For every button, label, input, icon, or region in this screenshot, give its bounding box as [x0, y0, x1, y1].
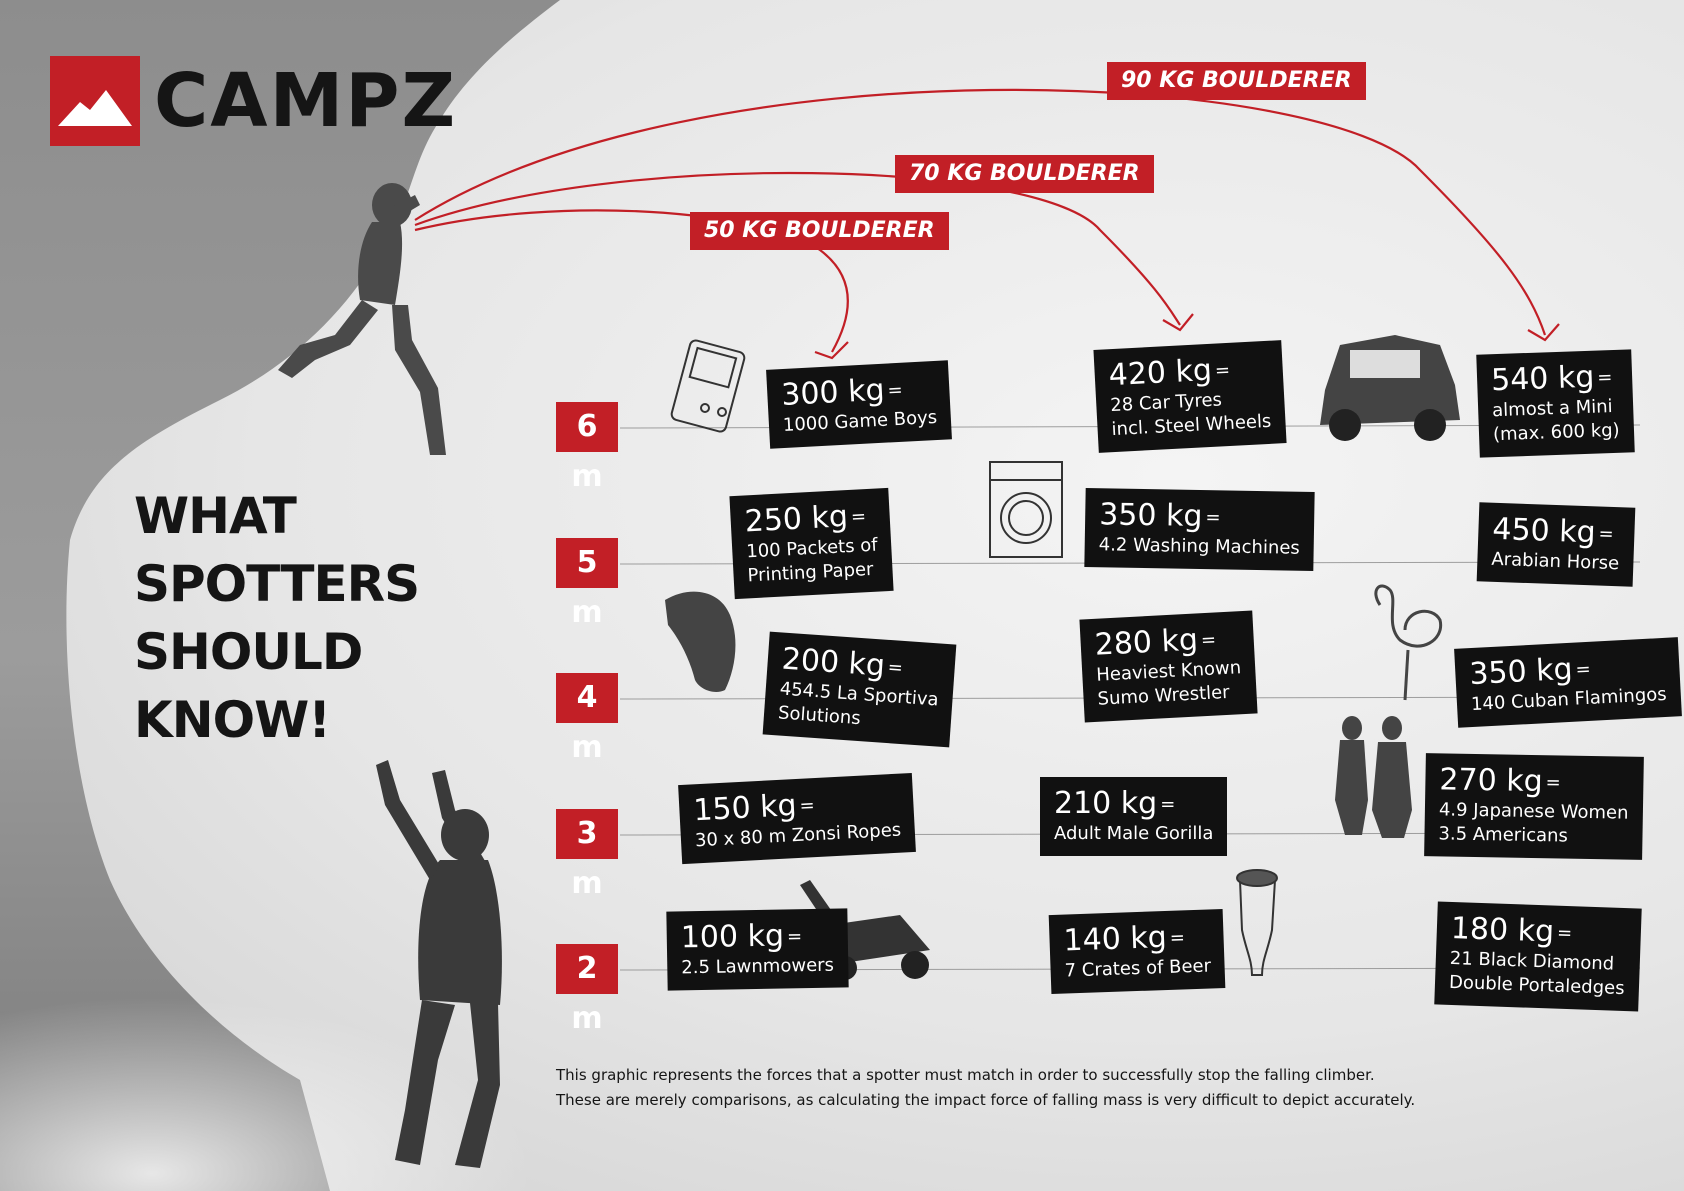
- footnote: This graphic represents the forces that …: [556, 1063, 1456, 1113]
- comparison-card: 270 kg= 4.9 Japanese Women 3.5 Americans: [1424, 753, 1644, 860]
- card-description: Adult Male Gorilla: [1054, 822, 1214, 844]
- card-description: 454.5 La Sportiva Solutions: [777, 677, 940, 729]
- card-description: 28 Car Tyres incl. Steel Wheels: [1109, 388, 1272, 440]
- comparison-card: 200 kg= 454.5 La Sportiva Solutions: [762, 631, 957, 747]
- comparison-card: 540 kg= almost a Mini (max. 600 kg): [1476, 349, 1635, 458]
- comparison-card: 450 kg= Arabian Horse: [1476, 502, 1636, 587]
- height-marker-2m: 2 m: [556, 944, 618, 1036]
- card-description: 7 Crates of Beer: [1064, 954, 1212, 982]
- equals-sign: =: [1598, 522, 1615, 545]
- card-weight: 180 kg: [1450, 910, 1555, 950]
- card-weight: 350 kg: [1098, 497, 1203, 535]
- card-weight: 300 kg: [780, 372, 886, 414]
- fall-arcs: [414, 88, 1560, 360]
- equals-sign: =: [786, 925, 803, 947]
- equals-sign: =: [799, 794, 816, 817]
- climber-silhouette: [278, 183, 446, 455]
- headline: WHAT SPOTTERS SHOULD KNOW!: [134, 482, 420, 754]
- comparison-card: 140 kg= 7 Crates of Beer: [1048, 908, 1226, 994]
- equals-sign: =: [1545, 771, 1561, 793]
- card-description: almost a Mini (max. 600 kg): [1491, 395, 1620, 445]
- brand-name: CAMPZ: [154, 58, 458, 144]
- card-weight: 350 kg: [1468, 651, 1574, 693]
- card-description: 100 Packets of Printing Paper: [745, 534, 879, 586]
- equals-sign: =: [1160, 793, 1176, 815]
- card-weight: 540 kg: [1490, 359, 1595, 399]
- footnote-line: These are merely comparisons, as calcula…: [556, 1091, 1416, 1109]
- boulderer-tag-90kg: 90 KG BOULDERER: [1107, 62, 1366, 100]
- card-weight: 150 kg: [692, 788, 798, 829]
- climbing-shoe-icon: [665, 591, 736, 692]
- card-description: 21 Black Diamond Double Portaledges: [1448, 947, 1625, 999]
- headline-line: WHAT: [134, 487, 297, 545]
- headline-line: SHOULD: [134, 623, 363, 681]
- game-boy-icon: [670, 339, 746, 433]
- comparison-card: 280 kg= Heaviest Known Sumo Wrestler: [1079, 610, 1258, 722]
- comparison-card: 420 kg= 28 Car Tyres incl. Steel Wheels: [1093, 340, 1287, 453]
- card-description: 4.9 Japanese Women 3.5 Americans: [1438, 798, 1629, 847]
- height-marker-6m: 6 m: [556, 402, 618, 494]
- card-description: Arabian Horse: [1491, 548, 1620, 574]
- height-marker-4m: 4 m: [556, 673, 618, 765]
- mini-car-icon: [1320, 335, 1460, 441]
- card-weight: 420 kg: [1107, 352, 1213, 394]
- height-marker-5m: 5 m: [556, 538, 618, 630]
- equals-sign: =: [887, 656, 904, 679]
- comparison-card: 100 kg= 2.5 Lawnmowers: [666, 908, 849, 991]
- card-weight: 270 kg: [1439, 762, 1543, 800]
- card-weight: 210 kg: [1054, 786, 1158, 821]
- footnote-line: This graphic represents the forces that …: [556, 1066, 1375, 1084]
- card-weight: 250 kg: [743, 499, 849, 540]
- spotter-silhouette: [376, 760, 502, 1168]
- equals-sign: =: [1205, 506, 1221, 528]
- comparison-card: 180 kg= 21 Black Diamond Double Portaled…: [1434, 901, 1642, 1012]
- comparison-card: 250 kg= 100 Packets of Printing Paper: [729, 487, 894, 599]
- equals-sign: =: [1200, 628, 1217, 651]
- equals-sign: =: [1214, 359, 1231, 382]
- campz-logo[interactable]: CAMPZ: [50, 56, 457, 146]
- card-description: 4.2 Washing Machines: [1098, 533, 1300, 559]
- card-description: Heaviest Known Sumo Wrestler: [1095, 656, 1242, 710]
- comparison-card: 210 kg= Adult Male Gorilla: [1040, 777, 1228, 856]
- mountain-icon: [50, 56, 140, 146]
- equals-sign: =: [886, 379, 904, 401]
- comparison-card: 350 kg= 4.2 Washing Machines: [1084, 488, 1315, 571]
- equals-sign: =: [850, 505, 867, 528]
- card-weight: 200 kg: [780, 641, 887, 684]
- card-weight: 140 kg: [1062, 919, 1168, 959]
- equals-sign: =: [1575, 658, 1592, 681]
- headline-line: KNOW!: [134, 691, 331, 749]
- washing-machine-icon: [989, 461, 1063, 558]
- rock-silhouette: [0, 0, 560, 1191]
- height-marker-3m: 3 m: [556, 809, 618, 901]
- comparison-card: 150 kg= 30 x 80 m Zonsi Ropes: [678, 772, 917, 864]
- equals-sign: =: [1169, 926, 1186, 949]
- boulderer-tag-50kg: 50 KG BOULDERER: [690, 212, 949, 250]
- people-icon: [1335, 716, 1412, 838]
- flamingo-icon: [1374, 584, 1443, 701]
- beer-glass-icon: [1236, 869, 1278, 976]
- headline-line: SPOTTERS: [134, 555, 420, 613]
- boulderer-tag-70kg: 70 KG BOULDERER: [895, 155, 1154, 193]
- card-weight: 450 kg: [1491, 511, 1597, 551]
- comparison-card: 300 kg= 1000 Game Boys: [766, 360, 953, 449]
- equals-sign: =: [1596, 366, 1613, 389]
- card-description: 2.5 Lawnmowers: [681, 954, 835, 978]
- card-weight: 280 kg: [1093, 622, 1199, 663]
- comparison-card: 350 kg= 140 Cuban Flamingos: [1454, 637, 1682, 728]
- card-weight: 100 kg: [680, 918, 785, 956]
- equals-sign: =: [1556, 922, 1573, 944]
